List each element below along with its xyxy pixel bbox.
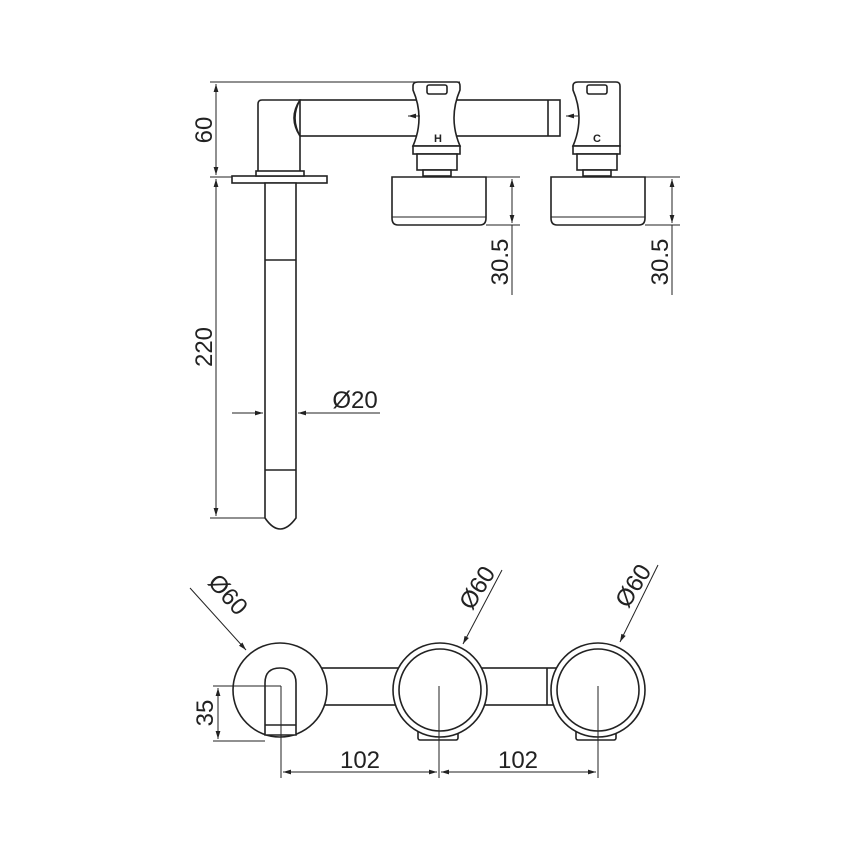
valve-cap — [586, 84, 608, 95]
hot-valve: H — [391, 81, 487, 226]
flange-collar — [255, 170, 305, 177]
hot-handle-inner — [398, 648, 482, 732]
spout-head — [257, 99, 302, 173]
valve-thread — [582, 169, 612, 177]
dim-label-102-right: 102 — [498, 747, 538, 774]
valve-thread — [422, 169, 452, 177]
valve-nut — [412, 145, 461, 155]
valve-nut — [572, 145, 621, 155]
body-pipe-left — [319, 667, 406, 706]
spout-pipe — [264, 182, 297, 530]
leader-line-hot-handle — [462, 569, 503, 645]
cold-label: C — [593, 133, 601, 145]
hot-handle — [391, 176, 487, 226]
dim-label-hot-handle-diameter: Ø60 — [454, 562, 501, 615]
hot-label: H — [434, 133, 442, 145]
leader-line-spout-plate — [189, 587, 247, 651]
valve-hex — [416, 153, 458, 171]
valve-body — [571, 81, 621, 147]
cold-handle — [550, 176, 646, 226]
valve-cap — [426, 84, 448, 95]
hot-handle-front — [392, 642, 488, 738]
dim-label-35: 35 — [192, 700, 219, 727]
dim-label-hot-handle-height: 30.5 — [487, 239, 514, 286]
dim-label-102-left: 102 — [340, 747, 380, 774]
dim-label-cold-handle-diameter: Ø60 — [610, 560, 657, 613]
dim-label-spout-plate-diameter: Ø60 — [202, 569, 252, 621]
dim-label-60: 60 — [191, 117, 218, 144]
side-view: 60 220 Ø20 H — [191, 81, 680, 530]
spout-head-curve — [293, 99, 301, 137]
valve-hex — [576, 153, 618, 171]
leader-line-cold-handle — [619, 564, 659, 643]
dim-label-220: 220 — [191, 327, 218, 367]
dim-label-cold-handle-height: 30.5 — [647, 239, 674, 286]
dim-label-d20: Ø20 — [332, 387, 377, 414]
cold-valve: C — [550, 81, 646, 226]
front-view: 35 102 102 Ø60 Ø60 Ø60 — [189, 560, 659, 778]
wall-flange — [231, 175, 328, 184]
